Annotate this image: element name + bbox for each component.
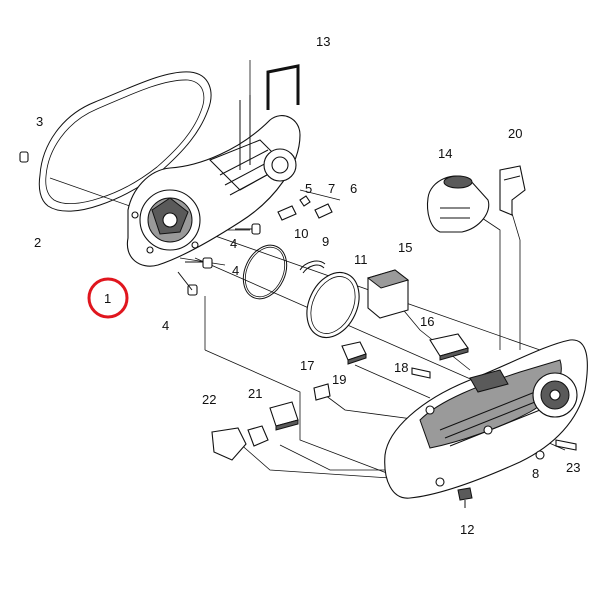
axis-line-19 <box>354 364 431 399</box>
part-4-bolts <box>177 223 261 296</box>
part-8-main-cover <box>384 339 588 499</box>
callout-3: 3 <box>36 114 43 129</box>
callout-20: 20 <box>508 126 522 141</box>
part-2-gasket <box>38 71 212 212</box>
part-13-hose <box>266 64 300 110</box>
part-10-oring <box>242 244 288 300</box>
highlight-circle <box>87 277 129 319</box>
part-6-bolt <box>314 203 333 219</box>
part-11-seal <box>306 272 360 338</box>
axis-line-lower <box>204 349 401 479</box>
callout-15: 15 <box>398 240 412 255</box>
part-3-dowel <box>19 151 29 163</box>
callout-16: 16 <box>420 314 434 329</box>
callout-5: 5 <box>305 181 312 196</box>
part-15-foam <box>366 269 410 319</box>
callout-8: 8 <box>532 466 539 481</box>
part-22-bracket <box>211 425 269 461</box>
part-19-block <box>341 341 367 365</box>
part-18-bolt <box>411 367 431 379</box>
axis-line-17 <box>324 394 421 421</box>
callout-13: 13 <box>316 34 330 49</box>
callout-4a: 4 <box>230 236 237 251</box>
callout-22: 22 <box>202 392 216 407</box>
callout-4c: 4 <box>162 318 169 333</box>
callout-11: 11 <box>354 252 368 267</box>
callout-9: 9 <box>322 234 329 249</box>
bolt-4a <box>235 223 261 235</box>
callout-10: 10 <box>294 226 308 241</box>
part-17-block <box>313 383 331 401</box>
callout-17: 17 <box>300 358 314 373</box>
bolt-4c <box>177 271 198 296</box>
part-21-block <box>269 401 299 431</box>
callout-6: 6 <box>350 181 357 196</box>
callout-7: 7 <box>328 181 335 196</box>
part-5-bolt <box>277 205 297 221</box>
part-14-filter <box>426 175 490 233</box>
callout-2: 2 <box>34 235 41 250</box>
part-20-bracket <box>499 165 526 216</box>
part-23-pin <box>555 439 577 451</box>
axis-line-21 <box>279 444 390 471</box>
part-1-crankcase-cover <box>126 95 301 267</box>
callout-19: 19 <box>332 372 346 387</box>
callout-14: 14 <box>438 146 452 161</box>
axis-line-22 <box>237 441 391 479</box>
callout-labels: 3 2 1 4 4 4 5 6 7 8 9 10 11 12 13 14 15 … <box>34 34 580 537</box>
part-9-clip <box>299 260 326 274</box>
axis-line-6 <box>299 189 341 201</box>
callout-12: 12 <box>460 522 474 537</box>
callout-18: 18 <box>394 360 408 375</box>
part-7-bolt <box>299 195 311 207</box>
axis-line-14 <box>469 209 501 350</box>
callout-1: 1 <box>104 291 111 306</box>
callout-23: 23 <box>566 460 580 475</box>
part-16-pad <box>429 333 469 361</box>
callout-4b: 4 <box>232 263 239 278</box>
bolt-4b <box>185 257 213 269</box>
part-12-bolt <box>457 487 473 508</box>
callout-21: 21 <box>248 386 262 401</box>
